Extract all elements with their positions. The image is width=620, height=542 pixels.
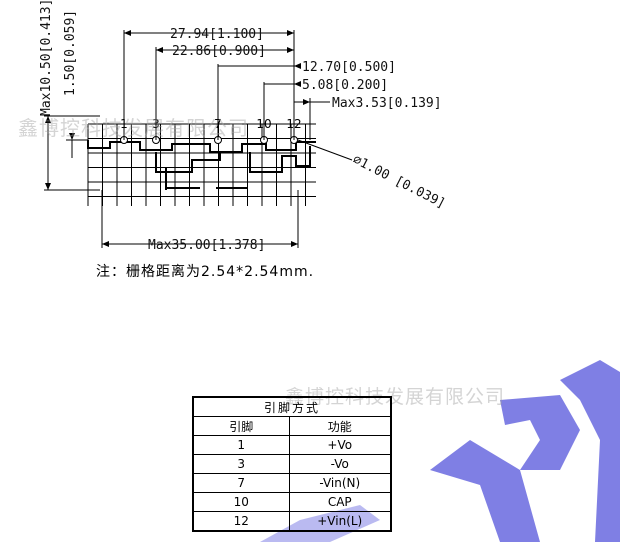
dim-pin-diameter: ∅1.00 [0.039] [350,152,447,212]
pin-number-cell: 10 [192,492,290,512]
pin-function-cell: +Vin(L) [288,511,392,532]
dim-12-70: 12.70[0.500] [302,60,396,75]
pin-function-cell: -Vin(N) [288,473,392,493]
pin-number-cell: 3 [192,454,290,474]
dim-max-35: Max35.00[1.378] [148,238,265,253]
dim-22-86: 22.86[0.900] [172,44,266,59]
table-row: 7-Vin(N) [192,473,392,493]
pin-function-cell: -Vo [288,454,392,474]
watermark-text-top: 鑫博控科技发展有限公司 [18,116,249,140]
dim-5-08: 5.08[0.200] [302,78,388,93]
pin-number-cell: 12 [192,511,290,532]
grid-note: 注：栅格距离为2.54*2.54mm. [96,264,315,280]
pin-number-cell: 7 [192,473,290,493]
pin-table-caption: 引脚方式 [192,396,392,417]
table-row: 3-Vo [192,454,392,474]
dim-27-94: 27.94[1.100] [170,27,264,42]
table-row: 1+Vo [192,435,392,455]
watermark-logo [260,360,620,542]
dim-1-50: 1.50[0.059] [63,10,78,96]
table-row: 12+Vin(L) [192,511,392,532]
pin-table-header-pin: 引脚 [192,416,290,436]
dim-max-3-53: Max3.53[0.139] [332,96,442,111]
pin-function-cell: +Vo [288,435,392,455]
pin-table-header-function: 功能 [288,416,392,436]
dim-max-10-50: Max10.50[0.413] [39,0,54,116]
dimension-arrows [45,30,310,247]
pin-function-cell: CAP [288,492,392,512]
pin-number-cell: 1 [192,435,290,455]
module-outline [87,140,316,190]
dimension-lines [44,30,353,248]
